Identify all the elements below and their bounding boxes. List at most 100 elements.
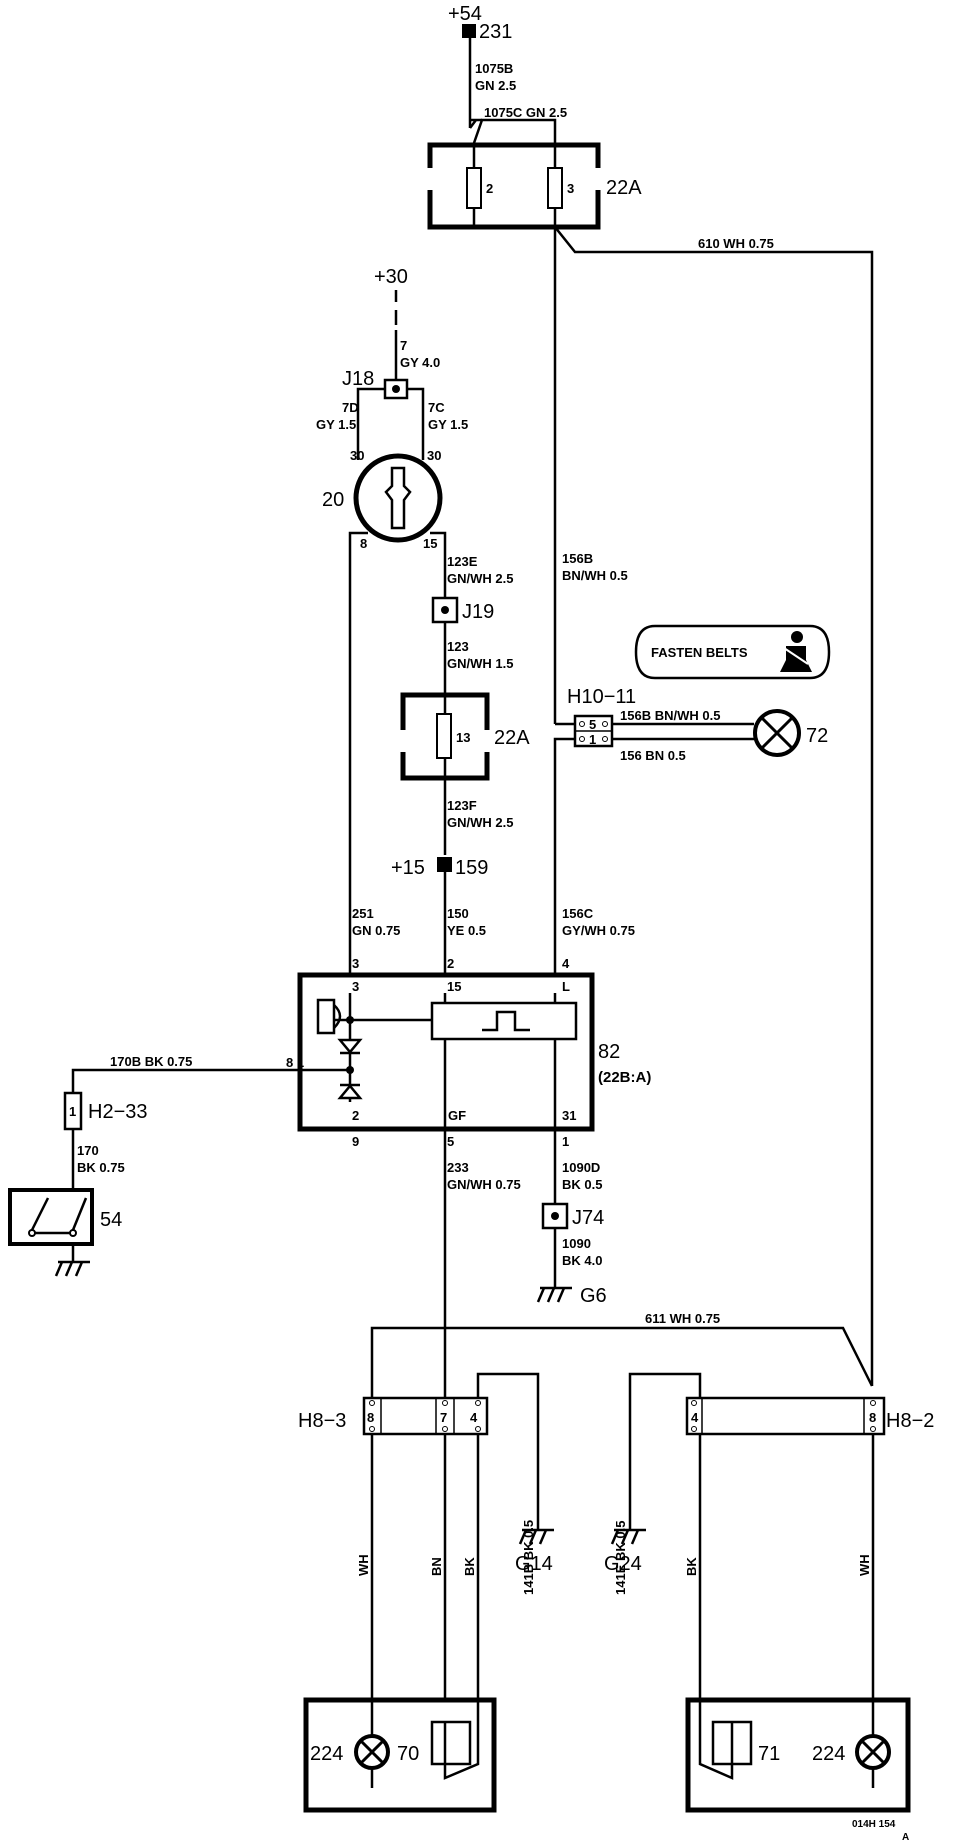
ground-g6-label: G6 — [580, 1285, 607, 1307]
ign-pin30b: 30 — [427, 448, 441, 463]
wire-1090-spec: BK 4.0 — [562, 1253, 602, 1268]
wire-7-spec: GY 4.0 — [400, 355, 440, 370]
wire-610-label: 610 WH 0.75 — [698, 236, 774, 251]
wire-7c — [407, 387, 425, 460]
terminal-231-marker — [462, 24, 476, 38]
wire-bn-left-label: BN — [429, 1557, 444, 1576]
ground-icon-switch — [54, 1260, 90, 1277]
ground-icon-g6 — [536, 1286, 572, 1303]
wire-1090d-spec: BK 0.5 — [562, 1177, 602, 1192]
wire-7c-spec: GY 1.5 — [428, 417, 468, 432]
lamp-224-left-label: 224 — [310, 1743, 343, 1765]
fuse-13-label: 13 — [456, 730, 470, 745]
ground-icon-g24 — [610, 1528, 646, 1545]
wire-wh-left-label: WH — [356, 1554, 371, 1576]
wire-123e-spec: GN/WH 2.5 — [447, 571, 513, 586]
wire-123e — [430, 531, 447, 598]
supply-plus30-label: +30 — [374, 266, 408, 288]
wire-170-spec: BK 0.75 — [77, 1160, 125, 1175]
diode-icon-2 — [337, 1084, 363, 1100]
fasten-belts-indicator: FASTEN BELTS — [634, 624, 831, 680]
h8-3-pin8: 8 — [367, 1410, 374, 1425]
wire-123-spec: GN/WH 1.5 — [447, 656, 513, 671]
module-82-label: 82 — [598, 1041, 620, 1063]
wire-156-label: 156 BN 0.5 — [620, 748, 686, 763]
junction-j74-label: J74 — [572, 1207, 604, 1229]
ground-g24-label: G24 — [604, 1553, 642, 1575]
module-pin2: 2 — [352, 1108, 359, 1123]
module-pinL: L — [562, 979, 570, 994]
terminal-159-marker — [437, 857, 452, 872]
wire-7d-id: 7D — [342, 400, 359, 415]
h8-2-pin8: 8 — [869, 1410, 876, 1425]
fuse-2-label: 2 — [486, 181, 493, 196]
wire-170b-label: 170B BK 0.75 — [110, 1054, 192, 1069]
wire-1075c — [472, 118, 557, 144]
wire-1075b-id: 1075B — [475, 61, 513, 76]
connector-h8-2-label: H8−2 — [886, 1410, 934, 1432]
h8-3-pin4: 4 — [470, 1410, 478, 1425]
wire-170-id: 170 — [77, 1143, 99, 1158]
wire-156c-spec: GY/WH 0.75 — [562, 923, 635, 938]
h2-pin1: 1 — [69, 1104, 76, 1119]
module-outer-pin3: 3 — [352, 956, 359, 971]
wire-7d-spec: GY 1.5 — [316, 417, 356, 432]
ignition-switch-label: 20 — [322, 489, 344, 511]
h8-3-pin7: 7 — [440, 1410, 447, 1425]
wire-251-spec: GN 0.75 — [352, 923, 400, 938]
ground-g14-label: G14 — [515, 1553, 553, 1575]
wire-156b2-label: 156B BN/WH 0.5 — [620, 708, 720, 723]
h10-pin1: 1 — [589, 732, 596, 747]
fuse-box-top-label: 22A — [606, 177, 642, 199]
buckle-switch-70-icon — [430, 1720, 472, 1766]
connector-h2-33-label: H2−33 — [88, 1101, 148, 1123]
wire-bk-right-label: BK — [684, 1557, 699, 1576]
wire-150-spec: YE 0.5 — [447, 923, 486, 938]
connector-h8-3 — [362, 1396, 489, 1436]
wire-141e — [628, 1372, 702, 1530]
fuse-2 — [466, 167, 482, 209]
switch-54-label: 54 — [100, 1209, 122, 1231]
wire-233-id: 233 — [447, 1160, 469, 1175]
h10-pin5: 5 — [589, 717, 596, 732]
lamp-72-label: 72 — [806, 725, 828, 747]
wire-156c — [553, 737, 575, 980]
wire-7c-id: 7C — [428, 400, 445, 415]
supply-plus54-label: +54 — [448, 3, 482, 25]
wire-123f-id: 123F — [447, 798, 477, 813]
seatbelt-icon — [780, 631, 812, 672]
connector-h8-2 — [685, 1396, 886, 1436]
wire-150-id: 150 — [447, 906, 469, 921]
connector-h8-3-label: H8−3 — [298, 1410, 346, 1432]
wire-170b — [71, 1068, 300, 1093]
wire-bk-left-label: BK — [462, 1557, 477, 1576]
switch-71-label: 71 — [758, 1743, 780, 1765]
module-outer-pin9: 9 — [352, 1134, 359, 1149]
switch-70-label: 70 — [397, 1743, 419, 1765]
wire-233-spec: GN/WH 0.75 — [447, 1177, 521, 1192]
footer-code: 014H 154 — [852, 1819, 896, 1830]
terminal-159-label: 159 — [455, 857, 488, 879]
wire-123f-spec: GN/WH 2.5 — [447, 815, 513, 830]
wire-156b-id: 156B — [562, 551, 593, 566]
ign-pin8: 8 — [360, 536, 367, 551]
footer-rev: A — [902, 1832, 909, 1843]
switch-contact-icon — [30, 1197, 50, 1231]
ground-icon-g14 — [518, 1528, 554, 1545]
fuse-box-22a-top — [427, 142, 601, 230]
diode-icon — [337, 1038, 363, 1054]
wire-123e-id: 123E — [447, 554, 478, 569]
wire-156b-spec: BN/WH 0.5 — [562, 568, 628, 583]
wire-wh-right-label: WH — [857, 1554, 872, 1576]
module-82-sublabel: (22B:A) — [598, 1069, 651, 1086]
junction-j19-label: J19 — [462, 601, 494, 623]
ign-pin30a: 30 — [350, 448, 364, 463]
wire-7-id: 7 — [400, 338, 407, 353]
wire-611-label: 611 WH 0.75 — [645, 1311, 720, 1326]
pulse-icon — [482, 1010, 530, 1032]
wire-123-id: 123 — [447, 639, 469, 654]
wire-1075c-label: 1075C GN 2.5 — [484, 105, 567, 120]
wire-610 — [553, 208, 874, 1386]
wire-141b — [476, 1372, 540, 1530]
